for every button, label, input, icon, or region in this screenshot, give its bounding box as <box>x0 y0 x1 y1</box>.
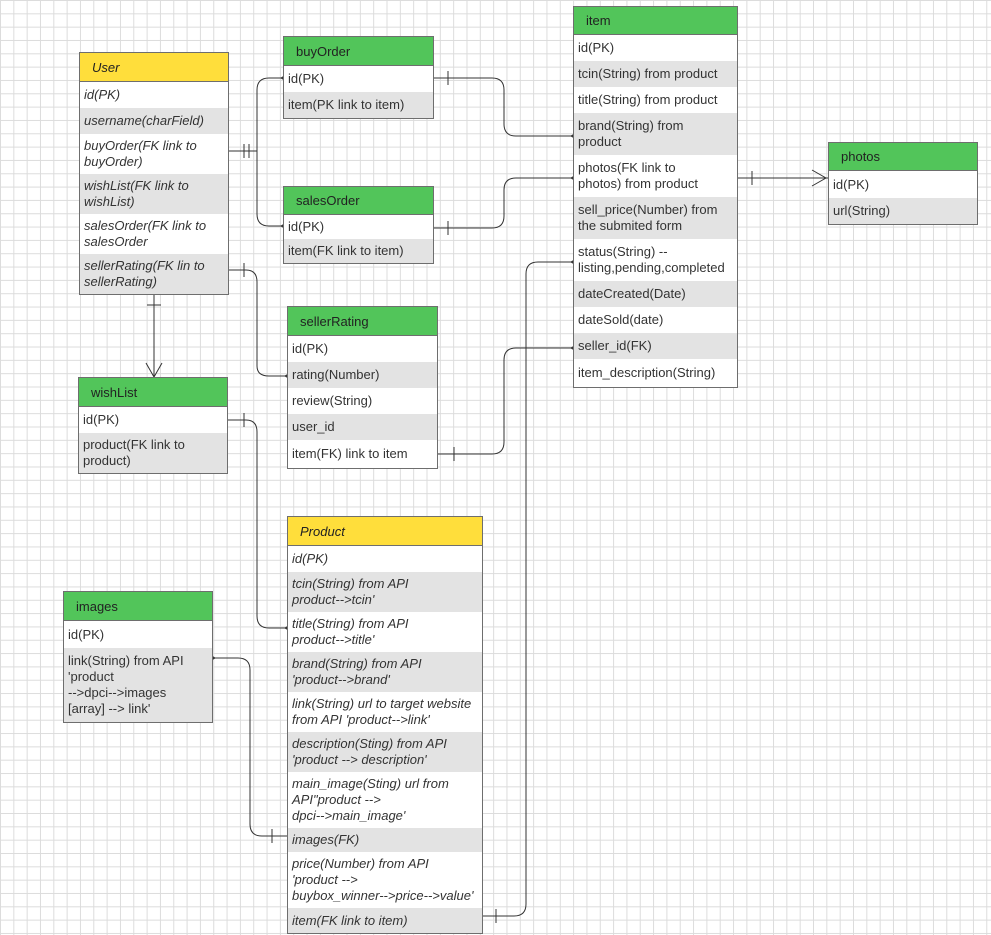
entity-field: item(FK link to item) <box>284 239 433 263</box>
entity-field: item_description(String) <box>578 365 716 380</box>
entity-field: product(FK link to product) <box>79 433 227 473</box>
many-marker <box>811 169 828 187</box>
entity-title: sellerRating <box>288 307 437 336</box>
line-sellerrating-item <box>438 347 573 455</box>
line-images-product <box>213 657 287 837</box>
entity-field: seller_id(FK) <box>574 333 737 359</box>
entity-title: item <box>574 7 737 35</box>
entity-user[interactable]: User id(PK) username(charField) buyOrder(FK… <box>79 52 229 295</box>
entity-field: tcin(String) from API product-->tcin' <box>288 572 482 612</box>
entity-field: link(String) url to target website from … <box>292 696 472 727</box>
entity-sellerrating[interactable]: sellerRating id(PK) rating(Number) review(S… <box>287 306 438 469</box>
entity-field: main_image(Sting) url from API"product -… <box>292 776 449 823</box>
entity-field: buyOrder(FK link to buyOrder) <box>84 138 197 169</box>
entity-images[interactable]: images id(PK) link(String) from API 'produ… <box>63 591 213 723</box>
entity-field: id(PK) <box>833 176 870 192</box>
entity-field: item(PK link to item) <box>284 92 433 118</box>
entity-field: images(FK) <box>288 828 482 852</box>
line-user-salesorder <box>256 151 283 227</box>
entity-field: id(PK) <box>578 40 615 55</box>
entity-field: item(FK link to item) <box>288 908 482 933</box>
entity-field: sell_price(Number) from the submited for… <box>574 197 737 239</box>
entity-field: salesOrder(FK link to salesOrder <box>84 218 207 249</box>
entity-field: review(String) <box>292 393 373 408</box>
line-product-item <box>483 261 573 917</box>
entity-field: id(PK) <box>83 412 120 427</box>
entity-title: Product <box>288 517 482 546</box>
entity-field: brand(String) from API 'product-->brand' <box>288 652 482 692</box>
entity-photos[interactable]: photos id(PK) url(String) <box>828 142 978 225</box>
entity-title: images <box>64 592 212 621</box>
entity-title: User <box>80 53 228 82</box>
line-wishlist-product <box>228 419 287 629</box>
entity-field: item(FK) link to item <box>292 446 408 461</box>
entity-field: id(PK) <box>68 626 105 642</box>
entity-item[interactable]: item id(PK) tcin(String) from product title… <box>573 6 738 388</box>
entity-field: id(PK) <box>84 87 121 102</box>
entity-field: id(PK) <box>288 219 325 234</box>
entity-field: wishList(FK link to wishList) <box>80 174 228 214</box>
line-user-buyorder <box>229 77 283 152</box>
entity-salesorder[interactable]: salesOrder id(PK) item(FK link to item) <box>283 186 434 264</box>
entity-field: title(String) from product <box>578 92 718 107</box>
entity-product[interactable]: Product id(PK) tcin(String) from API produ… <box>287 516 483 934</box>
entity-title: photos <box>829 143 977 171</box>
entity-field: description(Sting) from API 'product -->… <box>288 732 482 772</box>
entity-field: dateCreated(Date) <box>574 281 737 307</box>
entity-field: username(charField) <box>80 108 228 134</box>
entity-wishlist[interactable]: wishList id(PK) product(FK link to product… <box>78 377 228 474</box>
entity-field: sellerRating(FK lin to sellerRating) <box>80 254 228 294</box>
entity-field: price(Number) from API 'product --> buyb… <box>292 856 474 903</box>
line-user-sellerrating <box>229 269 287 377</box>
entity-field: id(PK) <box>292 551 329 566</box>
entity-field: url(String) <box>829 198 977 224</box>
entity-field: id(PK) <box>292 341 329 356</box>
entity-field: id(PK) <box>288 71 325 86</box>
entity-field: brand(String) from product <box>574 113 737 155</box>
entity-field: status(String) -- listing,pending,comple… <box>578 244 725 275</box>
entity-field: link(String) from API 'product -->dpci--… <box>64 648 212 722</box>
entity-field: tcin(String) from product <box>574 61 737 87</box>
entity-field: dateSold(date) <box>578 312 664 327</box>
line-buyorder-item <box>434 77 573 137</box>
line-salesorder-item <box>434 177 573 229</box>
entity-field: title(String) from API product-->title' <box>292 616 409 647</box>
entity-field: photos(FK link to photos) from product <box>578 160 698 191</box>
entity-title: wishList <box>79 378 227 407</box>
entity-title: buyOrder <box>284 37 433 66</box>
entity-field: rating(Number) <box>288 362 437 388</box>
entity-title: salesOrder <box>284 187 433 215</box>
entity-buyorder[interactable]: buyOrder id(PK) item(PK link to item) <box>283 36 434 119</box>
entity-field: user_id <box>288 414 437 440</box>
